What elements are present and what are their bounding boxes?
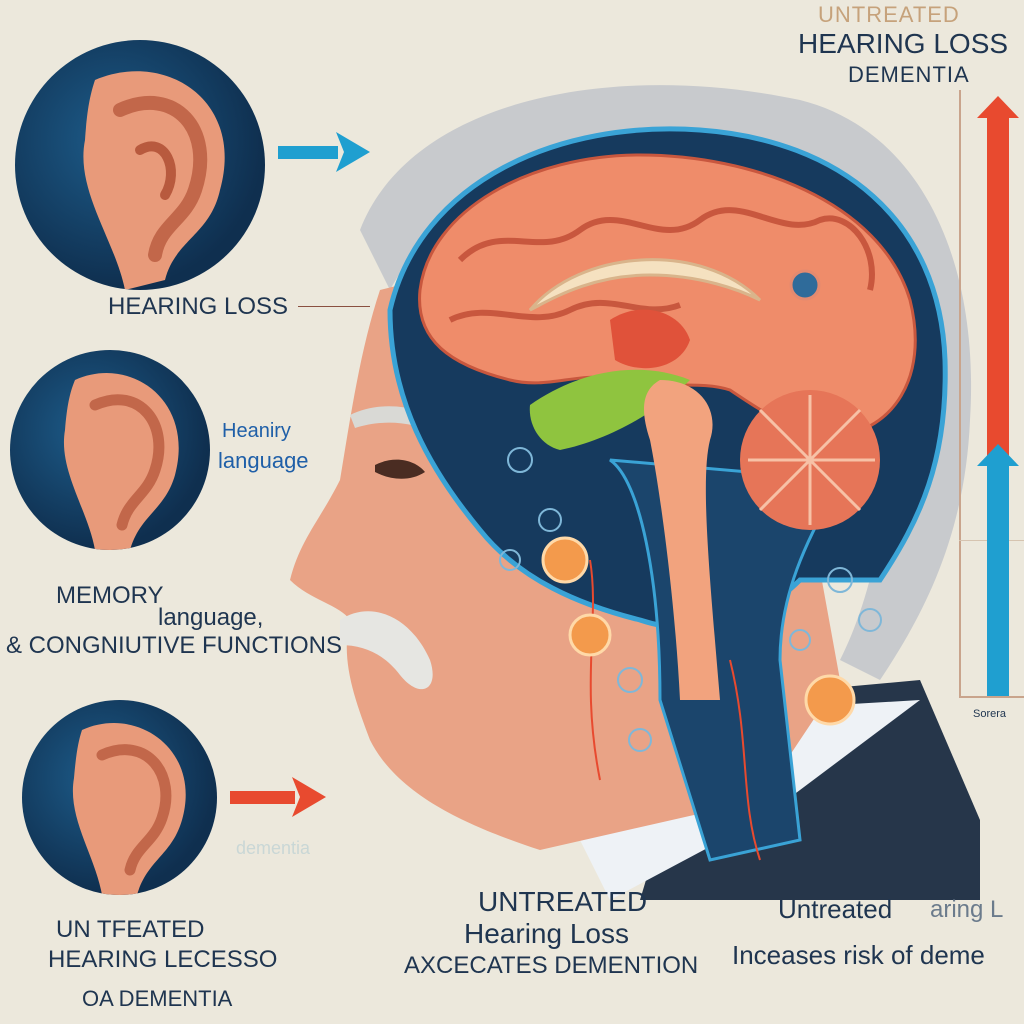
- center-bottom-line-3: AXCECATES DEMENTION: [404, 952, 699, 979]
- leader-line: [298, 306, 370, 307]
- chart-axis-x: [959, 696, 1024, 698]
- arrow-up-icon: [977, 96, 1019, 118]
- ear-circle-middle: [10, 350, 210, 550]
- ear-icon: [72, 723, 186, 895]
- left-bottom-line-3: OA DEMENTIA: [82, 986, 233, 1011]
- ear-circle-bottom: [22, 700, 217, 895]
- faded-dementia-label: dementia: [236, 838, 311, 858]
- mustache: [340, 611, 433, 690]
- heaniry-label: Heaniry: [222, 420, 291, 442]
- title-line-3: DEMENTIA: [848, 62, 970, 87]
- arrow-right-icon: [278, 132, 370, 172]
- title-line-2: HEARING LOSS: [798, 28, 1009, 59]
- left-bottom-line-2: HEARING LECESSO: [48, 946, 278, 973]
- title-line-1: UNTREATED: [818, 2, 960, 27]
- right-bottom-line-1b: aring L: [930, 896, 1004, 923]
- chart-bar-1: [977, 444, 1019, 696]
- center-bottom-line-2: Hearing Loss: [464, 918, 629, 949]
- arrow-up-icon: [977, 444, 1019, 466]
- arrow-right-icon: [230, 777, 326, 817]
- hearing-loss-label: HEARING LOSS: [108, 293, 289, 320]
- memory-line-3: & CONGNIUTIVE FUNCTIONS: [6, 632, 343, 659]
- left-bottom-line-1: UN TFEATED: [56, 916, 205, 943]
- head-illustration: [290, 85, 980, 900]
- memory-label: MEMORY: [56, 582, 164, 609]
- ear-icon: [83, 71, 225, 290]
- corpus-callosum: [528, 258, 762, 312]
- thalamus: [610, 309, 690, 369]
- glowing-nodes: [541, 269, 856, 726]
- chart-bars: [977, 96, 1019, 696]
- ear-circle-top: [15, 40, 265, 290]
- chart-x-label: Sorera: [973, 708, 1007, 720]
- memory-line-2: language,: [158, 604, 264, 631]
- brainstem: [644, 380, 720, 700]
- center-bottom-line-1: UNTREATED: [478, 886, 648, 917]
- bar-chart: Sorera: [955, 90, 1024, 720]
- chart-axis-y: [959, 90, 961, 698]
- eye: [375, 459, 425, 479]
- right-bottom-line-2: Inceases risk of deme: [732, 940, 985, 970]
- right-bottom-line-1: Untreated: [778, 894, 893, 924]
- ear-icon: [63, 373, 179, 550]
- language-label: language: [218, 448, 309, 473]
